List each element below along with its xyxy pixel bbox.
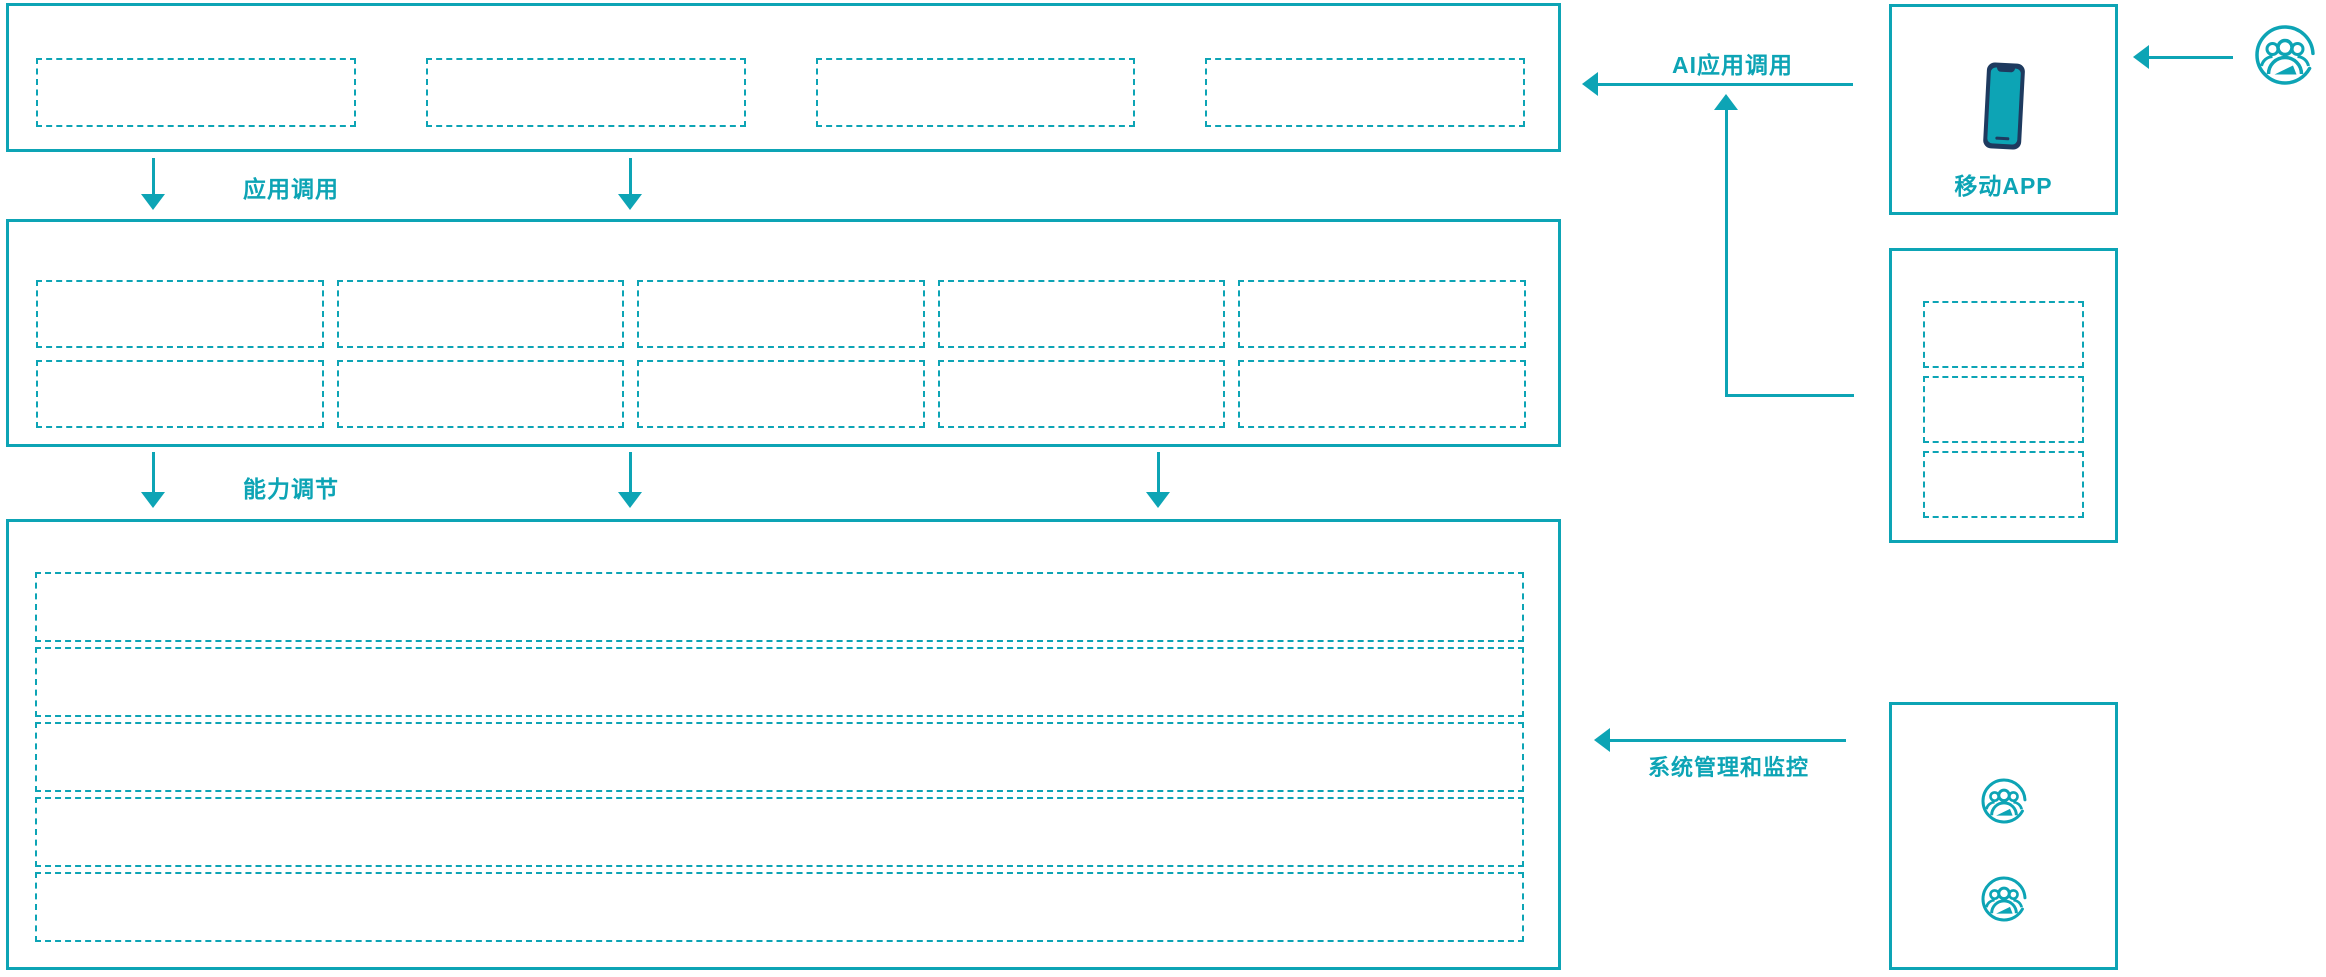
arrow-shaft <box>1610 738 1846 742</box>
arrow-head-down-icon <box>1146 492 1170 508</box>
app-call-label: 应用调用 <box>243 176 339 202</box>
placeholder-box <box>35 572 1524 642</box>
system-monitor-label: 系统管理和监控 <box>1648 755 1810 780</box>
placeholder-box <box>36 58 356 127</box>
app-call-arrow-2 <box>618 158 642 210</box>
config-connector-line <box>1726 394 1854 397</box>
placeholder-box <box>35 872 1524 942</box>
arrow-shaft <box>628 452 632 492</box>
arrow-head-up-icon <box>1714 94 1738 110</box>
placeholder-box <box>336 360 625 428</box>
arrow-shaft <box>151 158 155 194</box>
capability-adjust-arrow-1 <box>141 452 165 508</box>
ai-app-call-label: AI应用调用 <box>1672 52 1793 78</box>
config-box <box>1889 248 2118 543</box>
placeholder-box <box>937 280 1226 348</box>
user-to-app-arrow <box>2133 45 2233 69</box>
config-to-ai-connector-arrow <box>1714 94 1738 397</box>
application-layer-container <box>6 3 1561 152</box>
arrow-shaft <box>628 158 632 194</box>
application-layer-placeholders <box>36 58 1525 127</box>
placeholder-box <box>1205 58 1525 127</box>
arrow-head-down-icon <box>618 194 642 210</box>
arrow-shaft <box>1156 452 1160 492</box>
arrow-head-left-icon <box>1594 728 1610 752</box>
placeholder-box <box>1923 301 2084 368</box>
capability-adjust-arrow-3 <box>1146 452 1170 508</box>
platform-layer-placeholders <box>35 572 1524 942</box>
arrow-shaft <box>1598 82 1853 86</box>
users-icon <box>1981 778 2026 824</box>
capability-adjust-label: 能力调节 <box>243 476 339 502</box>
arrow-head-down-icon <box>141 194 165 210</box>
arrow-shaft <box>2149 55 2233 59</box>
arrow-head-down-icon <box>141 492 165 508</box>
arrow-head-left-icon <box>2133 45 2149 69</box>
placeholder-box <box>36 360 324 428</box>
arrow-shaft <box>151 452 155 492</box>
placeholder-box <box>937 360 1226 428</box>
arrow-head-left-icon <box>1582 72 1598 96</box>
placeholder-box <box>815 58 1136 127</box>
admin-box <box>1889 702 2118 970</box>
config-box-placeholders <box>1923 301 2084 518</box>
placeholder-box <box>1923 376 2084 443</box>
placeholder-box <box>637 360 925 428</box>
capability-adjust-arrow-2 <box>618 452 642 508</box>
placeholder-box <box>35 722 1524 792</box>
users-icon <box>1981 876 2026 922</box>
placeholder-box <box>1923 451 2084 518</box>
placeholder-box <box>36 280 324 348</box>
mobile-app-label: 移动APP <box>1954 173 2053 199</box>
placeholder-box <box>35 647 1524 717</box>
placeholder-box <box>425 58 746 127</box>
placeholder-box <box>1238 360 1526 428</box>
mobile-app-box: 移动APP <box>1889 4 2118 215</box>
arrow-head-down-icon <box>618 492 642 508</box>
capability-layer-placeholders <box>36 280 1526 428</box>
users-icon <box>2255 25 2315 85</box>
external-user-actor <box>2253 23 2317 87</box>
smartphone-icon <box>1982 62 2025 150</box>
placeholder-box <box>35 797 1524 867</box>
system-monitor-arrow <box>1594 728 1846 752</box>
capability-layer-container <box>6 219 1561 447</box>
platform-layer-container <box>6 519 1561 970</box>
placeholder-box <box>637 280 925 348</box>
placeholder-box <box>1238 280 1526 348</box>
arrow-shaft <box>1724 110 1728 397</box>
app-call-arrow-1 <box>141 158 165 210</box>
ai-app-call-arrow <box>1582 72 1853 96</box>
placeholder-box <box>336 280 625 348</box>
